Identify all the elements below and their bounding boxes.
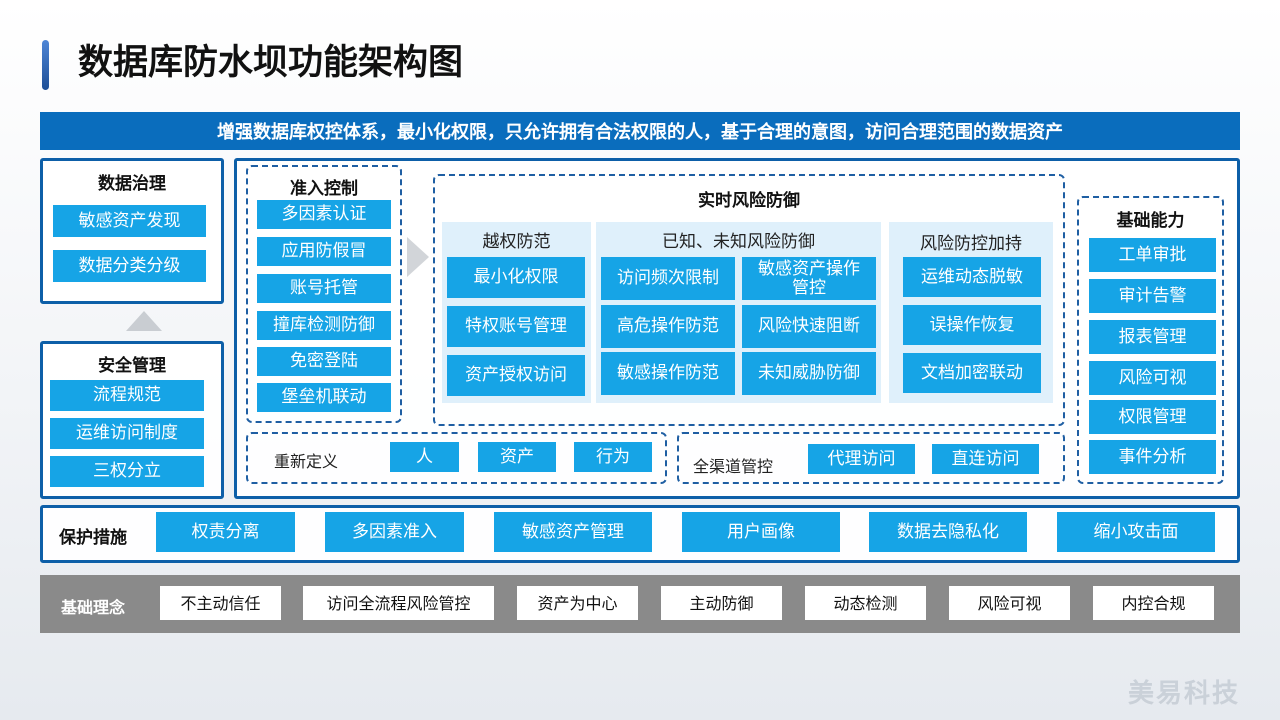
access-control-group (246, 165, 402, 423)
known-unknown-item: 访问频次限制 (601, 257, 735, 300)
philosophy-label: 基础理念 (60, 598, 125, 617)
access-control-item: 应用防假冒 (257, 237, 391, 266)
risk-plus-title: 风险防控加持 (920, 233, 1022, 254)
basic-ability-item: 工单审批 (1089, 238, 1216, 272)
channel-item: 直连访问 (932, 444, 1039, 474)
basic-ability-item: 权限管理 (1089, 400, 1216, 434)
privilege-item: 特权账号管理 (447, 306, 585, 347)
philosophy-item: 内控合规 (1093, 586, 1214, 620)
known-unknown-item: 风险快速阻断 (742, 305, 876, 348)
access-control-title: 准入控制 (290, 178, 358, 199)
privilege-item: 资产授权访问 (447, 355, 585, 396)
security-mgmt-item: 流程规范 (50, 380, 204, 411)
protection-item: 敏感资产管理 (494, 512, 652, 552)
philosophy-item: 访问全流程风险管控 (303, 586, 494, 620)
known-unknown-item: 高危操作防范 (601, 305, 735, 348)
protection-item: 数据去隐私化 (869, 512, 1027, 552)
known-unknown-item: 敏感资产操作管控 (742, 257, 876, 300)
realtime-defense-group (433, 174, 1065, 426)
known-unknown-item: 未知威胁防御 (742, 352, 876, 395)
access-control-item: 账号托管 (257, 274, 391, 303)
basic-ability-item: 审计告警 (1089, 279, 1216, 313)
protection-label: 保护措施 (59, 527, 127, 548)
realtime-defense-title: 实时风险防御 (698, 190, 800, 211)
right-arrow-icon (407, 237, 429, 277)
redefine-item: 资产 (478, 442, 556, 472)
up-arrow-icon (126, 311, 162, 331)
access-control-item: 堡垒机联动 (257, 383, 391, 412)
access-control-item: 免密登陆 (257, 347, 391, 376)
data-governance-item: 数据分类分级 (53, 250, 206, 282)
basic-ability-group (1077, 196, 1224, 484)
security-mgmt-item: 运维访问制度 (50, 418, 204, 449)
channel-item: 代理访问 (808, 444, 915, 474)
risk-plus-item: 误操作恢复 (903, 305, 1041, 345)
security-mgmt-item: 三权分立 (50, 456, 204, 487)
philosophy-item: 主动防御 (661, 586, 782, 620)
risk-plus-item: 文档加密联动 (903, 353, 1041, 393)
philosophy-item: 风险可视 (949, 586, 1070, 620)
basic-ability-item: 事件分析 (1089, 440, 1216, 474)
protection-item: 用户画像 (682, 512, 840, 552)
data-governance-title: 数据治理 (98, 173, 166, 194)
privilege-item: 最小化权限 (447, 257, 585, 298)
privilege-defense-title: 越权防范 (482, 231, 551, 252)
risk-plus-item: 运维动态脱敏 (903, 257, 1041, 297)
known-unknown-item: 敏感操作防范 (601, 352, 735, 395)
basic-ability-item: 风险可视 (1089, 361, 1216, 395)
philosophy-item: 资产为中心 (517, 586, 638, 620)
goal-banner: 增强数据库权控体系，最小化权限，只允许拥有合法权限的人，基于合理的意图，访问合理… (40, 112, 1240, 150)
redefine-label: 重新定义 (274, 452, 339, 471)
protection-item: 缩小攻击面 (1057, 512, 1215, 552)
access-control-item: 多因素认证 (257, 200, 391, 229)
security-mgmt-title: 安全管理 (98, 355, 166, 376)
philosophy-item: 不主动信任 (160, 586, 281, 620)
basic-ability-item: 报表管理 (1089, 320, 1216, 354)
access-control-item: 撞库检测防御 (257, 311, 391, 340)
page-title: 数据库防水坝功能架构图 (78, 43, 464, 83)
known-unknown-title: 已知、未知风险防御 (662, 231, 815, 252)
protection-item: 权责分离 (156, 512, 295, 552)
basic-ability-title: 基础能力 (1116, 210, 1185, 231)
channel-group (677, 432, 1065, 484)
redefine-item: 人 (390, 442, 459, 472)
philosophy-item: 动态检测 (805, 586, 926, 620)
data-governance-item: 敏感资产发现 (53, 205, 206, 237)
channel-label: 全渠道管控 (693, 457, 774, 476)
protection-item: 多因素准入 (325, 512, 464, 552)
redefine-item: 行为 (574, 442, 652, 472)
title-accent-bar (42, 40, 49, 90)
watermark-logo: 美易科技 (1127, 679, 1240, 709)
redefine-group (246, 432, 667, 484)
